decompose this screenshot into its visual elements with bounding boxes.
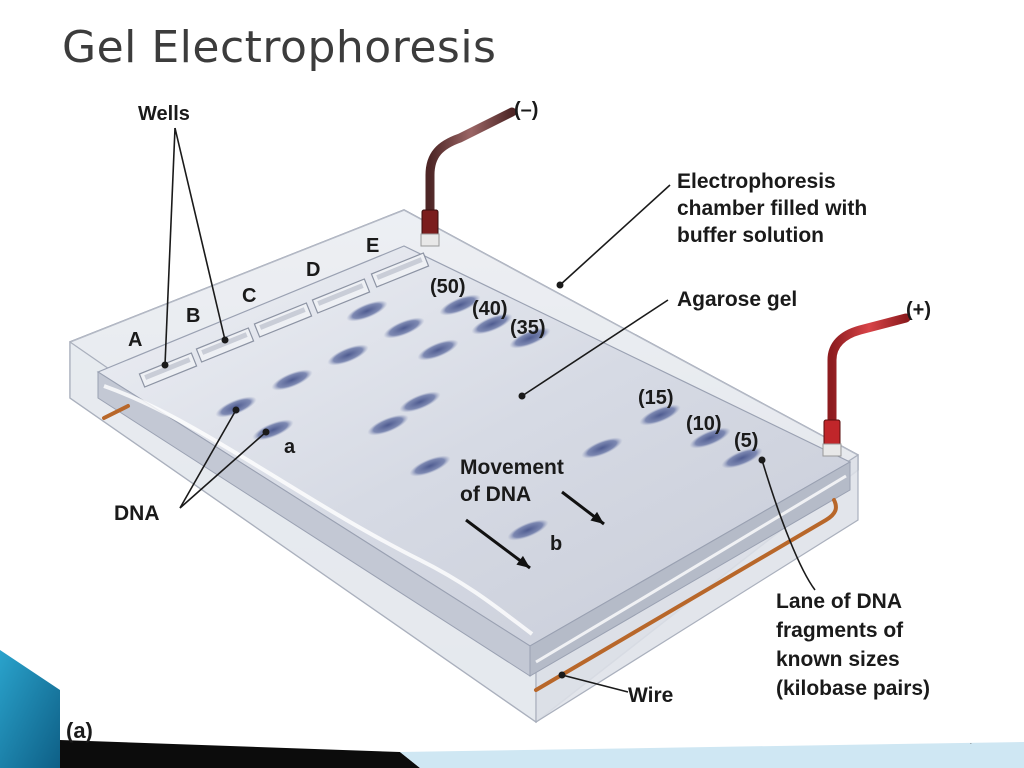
dna-label: DNA — [114, 502, 160, 525]
dna-band-14 — [507, 519, 549, 541]
wells-layer — [138, 252, 430, 388]
ladder-lane-label-line-2: fragments of — [776, 619, 904, 642]
dna-band-10 — [409, 455, 451, 477]
movement-arrow-1 — [465, 518, 531, 570]
ladder-leader — [761, 459, 816, 591]
dna-band-8 — [399, 391, 441, 413]
copper-wire — [102, 404, 838, 692]
ladder-lane-label-line-1: Lane of DNA — [776, 590, 902, 613]
dna-band-15 — [581, 437, 623, 459]
band-a-label: a — [284, 436, 296, 458]
wire-leader — [561, 674, 629, 693]
well-5 — [370, 252, 430, 288]
ladder-lane-label-line-3: known sizes — [776, 648, 900, 671]
dna-band-17 — [689, 427, 731, 449]
dna-leader-2 — [179, 431, 267, 509]
ladder-size-label-2: (40) — [472, 298, 508, 320]
ladder-size-label-5: (10) — [686, 413, 722, 435]
leader-dot-2 — [221, 336, 229, 344]
leader-dot-4 — [518, 392, 526, 400]
well-label-a: A — [128, 329, 142, 351]
wells-label: Wells — [138, 103, 190, 125]
ladder-size-label-1: (50) — [430, 276, 466, 298]
negative-electrode — [420, 107, 517, 247]
leader-dot-8 — [558, 671, 566, 679]
dna-band-6 — [383, 317, 425, 339]
wire-label: Wire — [628, 684, 673, 707]
dna-band-18 — [721, 447, 763, 469]
dna-band-4 — [327, 344, 369, 366]
chamber-label-line-1: Electrophoresis — [677, 170, 836, 193]
leader-dot-7 — [758, 456, 766, 464]
panel-label: (a) — [66, 718, 93, 743]
chamber-leader — [559, 184, 671, 286]
band-b-label: b — [550, 533, 562, 555]
well-label-b: B — [186, 305, 200, 327]
slide-corner-decoration — [0, 650, 1024, 768]
dna-band-9 — [417, 339, 459, 361]
chamber-label-line-2: chamber filled with — [677, 197, 867, 220]
leader-dot-5 — [232, 406, 240, 414]
leader-lines — [161, 127, 816, 693]
agarose-leader — [521, 299, 669, 397]
label-layer: Wells (–) (+) Electrophoresis chamber filled… — [114, 99, 931, 707]
movement-label-line-2: of DNA — [460, 483, 531, 506]
positive-electrode — [822, 313, 911, 457]
leader-dot-6 — [262, 428, 270, 436]
movement-label-line-1: Movement — [460, 456, 564, 479]
leader-dot-3 — [556, 281, 564, 289]
wells-leader-2 — [174, 127, 226, 341]
wells-leader-1 — [164, 127, 176, 366]
dna-band-3 — [271, 369, 313, 391]
ladder-lane-label-line-4: (kilobase pairs) — [776, 677, 930, 700]
well-4 — [311, 278, 371, 314]
dna-band-7 — [367, 414, 409, 436]
dna-band-11 — [439, 294, 481, 316]
ladder-size-label-6: (5) — [734, 430, 758, 452]
dna-leader-1 — [179, 409, 237, 509]
positive-terminal-label: (+) — [906, 299, 931, 321]
chamber-label-line-3: buffer solution — [677, 224, 824, 247]
negative-terminal-label: (–) — [514, 99, 538, 121]
dna-band-16 — [639, 404, 681, 426]
well-label-c: C — [242, 285, 256, 307]
dna-band-5 — [346, 300, 388, 322]
well-label-e: E — [366, 235, 379, 257]
leader-dot-1 — [161, 361, 169, 369]
movement-arrow-2 — [561, 490, 605, 526]
well-3 — [253, 302, 313, 338]
ladder-size-label-4: (15) — [638, 387, 674, 409]
dna-band-13 — [509, 327, 551, 349]
well-label-d: D — [306, 259, 320, 281]
dna-band-12 — [471, 313, 513, 335]
agarose-gel-slab — [96, 245, 852, 677]
corner-dot: . — [969, 737, 972, 746]
ladder-size-label-3: (35) — [510, 317, 546, 339]
agarose-gel-label: Agarose gel — [677, 288, 797, 311]
slide-title: Gel Electrophoresis — [62, 22, 497, 73]
